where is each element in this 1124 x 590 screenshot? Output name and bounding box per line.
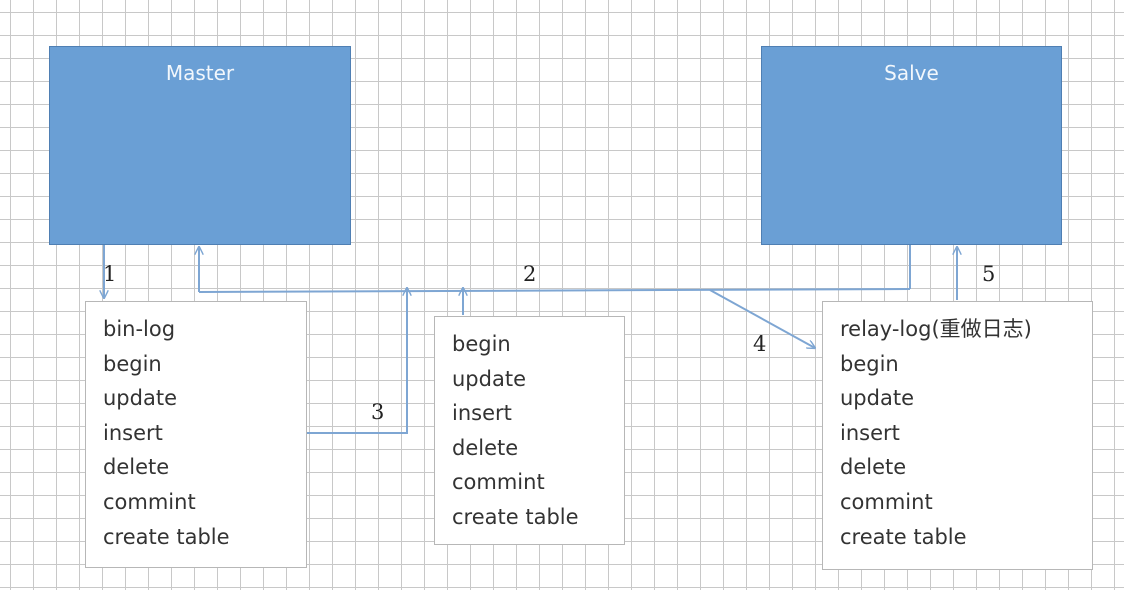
relaylog-item: delete — [840, 455, 907, 480]
binlog-item: bin-log — [103, 317, 176, 341]
io-log-item: create table — [452, 504, 579, 529]
relaylog-item: update — [840, 386, 914, 411]
io-log-item: delete — [452, 435, 519, 460]
binlog-item: commint — [103, 489, 196, 514]
connector-line-2 — [198, 288, 911, 293]
master-box: Master — [49, 46, 351, 245]
slave-box: Salve — [761, 46, 1062, 245]
step-label-2: 2 — [523, 262, 537, 286]
io-log-item: commint — [452, 470, 545, 495]
relaylog-item: commint — [840, 489, 933, 514]
relaylog-item: insert — [840, 420, 900, 445]
binlog-item: create table — [103, 524, 230, 549]
io-log-item: insert — [452, 401, 512, 426]
step-label-5: 5 — [982, 262, 996, 286]
relaylog-list: relay-log(重做日志) begin update insert dele… — [840, 312, 1032, 554]
step-label-1: 1 — [103, 262, 117, 286]
binlog-box: bin-log begin update insert delete commi… — [85, 301, 307, 568]
io-log-list: begin update insert delete commint creat… — [452, 327, 579, 535]
io-log-item: begin — [452, 332, 511, 356]
relaylog-item: create table — [840, 524, 967, 549]
relaylog-item: begin — [840, 351, 899, 376]
step-label-3: 3 — [371, 400, 385, 424]
arrow-3 — [307, 288, 407, 434]
io-log-box: begin update insert delete commint creat… — [434, 316, 625, 545]
relaylog-item: relay-log(重做日志) — [840, 317, 1032, 341]
binlog-item: update — [103, 386, 177, 411]
binlog-item: begin — [103, 351, 162, 376]
master-title: Master — [165, 61, 235, 85]
slave-title: Salve — [884, 61, 939, 85]
binlog-item: delete — [103, 455, 170, 480]
binlog-item: insert — [103, 420, 163, 445]
io-log-item: update — [452, 366, 526, 391]
binlog-list: bin-log begin update insert delete commi… — [103, 312, 230, 554]
relaylog-box: relay-log(重做日志) begin update insert dele… — [822, 301, 1093, 570]
step-label-4: 4 — [753, 332, 767, 356]
